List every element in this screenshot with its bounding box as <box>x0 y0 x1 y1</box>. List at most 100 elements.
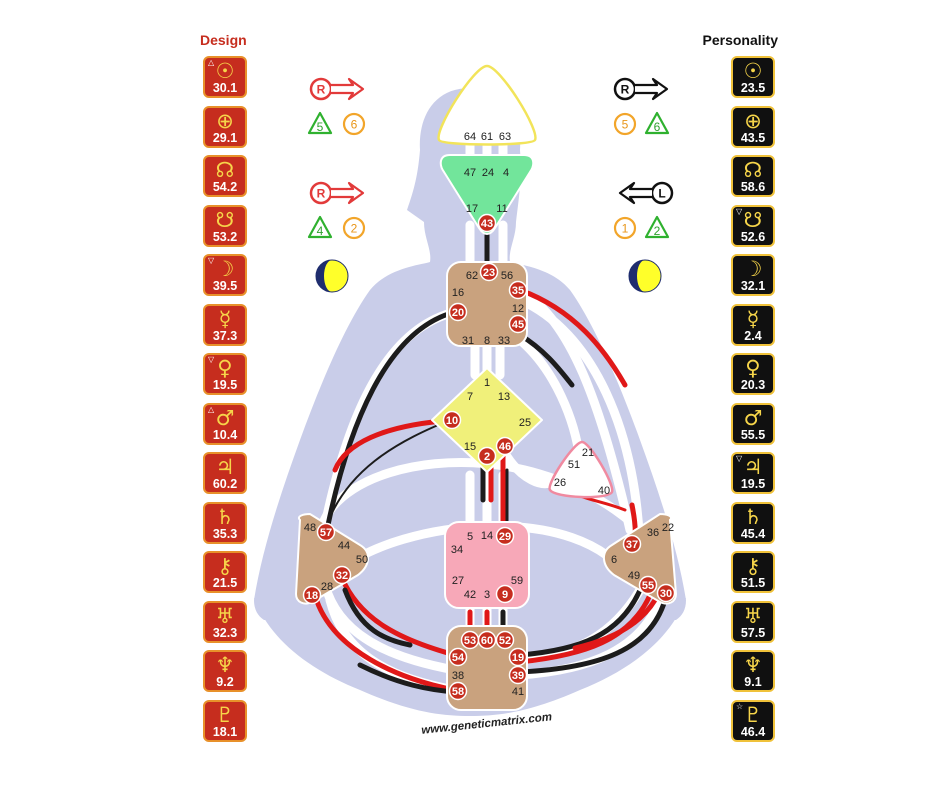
personality-uranus-tile[interactable]: ♅57.5 <box>731 600 775 643</box>
design-uranus-tile[interactable]: ♅32.3 <box>203 600 247 643</box>
gate-62-label[interactable]: 62 <box>466 270 478 282</box>
tile-value: 57.5 <box>740 625 766 640</box>
tile-value: 19.5 <box>212 378 238 392</box>
personality-pluto-tile[interactable]: ☆♇46.4 <box>731 699 775 742</box>
gate-24-label[interactable]: 24 <box>482 167 494 179</box>
gate-22-label[interactable]: 22 <box>662 522 674 534</box>
gate-25-label[interactable]: 25 <box>519 417 531 429</box>
gate-20-label[interactable]: 20 <box>452 307 464 319</box>
gate-31-label[interactable]: 31 <box>462 335 474 347</box>
gate-60-label[interactable]: 60 <box>481 635 493 647</box>
design-sun-tile[interactable]: △☉30.1 <box>203 56 247 98</box>
gate-14-label[interactable]: 14 <box>481 530 493 542</box>
gate-47-label[interactable]: 47 <box>464 167 476 179</box>
gate-58-label[interactable]: 58 <box>452 686 464 698</box>
personality-neptune-tile[interactable]: ♆9.1 <box>731 650 775 692</box>
gate-23-label[interactable]: 23 <box>483 267 495 279</box>
gate-33-label[interactable]: 33 <box>498 335 510 347</box>
gate-64-label[interactable]: 64 <box>464 131 476 143</box>
tile-value: 53.2 <box>212 229 238 244</box>
design-saturn-tile[interactable]: ♄35.3 <box>203 501 247 544</box>
gate-36-label[interactable]: 36 <box>647 527 659 539</box>
tile-mark-icon: ▽ <box>208 355 215 364</box>
gate-27-label[interactable]: 27 <box>452 575 464 587</box>
gate-12-label[interactable]: 12 <box>512 303 524 315</box>
gate-46-label[interactable]: 46 <box>499 441 511 453</box>
design-moon-tile[interactable]: ▽☽39.5 <box>203 254 247 296</box>
personality-bottom-circ-number: 1 <box>622 222 629 236</box>
gate-44-label[interactable]: 44 <box>338 540 350 552</box>
gate-55-label[interactable]: 55 <box>642 580 654 592</box>
gate-38-label[interactable]: 38 <box>452 670 464 682</box>
gate-34-label[interactable]: 34 <box>451 544 463 556</box>
gate-37-label[interactable]: 37 <box>626 539 638 551</box>
gate-2-label[interactable]: 2 <box>484 451 490 463</box>
personality-venus-tile[interactable]: ♀20.3 <box>731 353 775 395</box>
gate-11-label[interactable]: 11 <box>496 203 507 215</box>
gate-8-label[interactable]: 8 <box>484 335 490 347</box>
design-neptune-tile[interactable]: ♆9.2 <box>203 650 247 692</box>
gate-63-label[interactable]: 63 <box>499 131 511 143</box>
design-mercury-tile[interactable]: ☿37.3 <box>203 303 247 346</box>
gate-41-label[interactable]: 41 <box>512 686 524 698</box>
personality-mercury-tile[interactable]: ☿2.4 <box>731 303 775 346</box>
design-south-node-tile[interactable]: ☋53.2 <box>203 204 247 247</box>
tile-value: 20.3 <box>740 378 766 392</box>
gate-29-marker <box>495 526 515 546</box>
gate-32-label[interactable]: 32 <box>336 570 348 582</box>
gate-52-label[interactable]: 52 <box>499 635 511 647</box>
gate-5-label[interactable]: 5 <box>467 531 473 543</box>
gate-15-label[interactable]: 15 <box>464 441 476 453</box>
gate-35-label[interactable]: 35 <box>512 285 524 297</box>
gate-45-label[interactable]: 45 <box>512 319 524 331</box>
gate-48-label[interactable]: 48 <box>304 522 316 534</box>
design-earth-tile[interactable]: ⊕29.1 <box>203 105 247 148</box>
personality-jupiter-tile[interactable]: ▽♃19.5 <box>731 452 775 494</box>
gate-30-label[interactable]: 30 <box>660 588 672 600</box>
gate-7-label[interactable]: 7 <box>467 391 473 403</box>
personality-moon-tile[interactable]: ☽32.1 <box>731 254 775 296</box>
personality-saturn-tile[interactable]: ♄45.4 <box>731 501 775 544</box>
gate-18-label[interactable]: 18 <box>306 590 318 602</box>
gate-59-label[interactable]: 59 <box>511 575 523 587</box>
design-mars-tile[interactable]: △♂10.4 <box>203 402 247 445</box>
gate-43-label[interactable]: 43 <box>481 218 493 230</box>
gate-56-label[interactable]: 56 <box>501 270 513 282</box>
personality-chiron-tile[interactable]: ⚷51.5 <box>731 551 775 593</box>
gate-4-label[interactable]: 4 <box>503 167 509 179</box>
gate-3-label[interactable]: 3 <box>484 589 490 601</box>
gate-10-label[interactable]: 10 <box>446 415 458 427</box>
gate-21-label[interactable]: 21 <box>582 447 594 459</box>
design-north-node-tile[interactable]: ☊54.2 <box>203 155 247 197</box>
gate-17-label[interactable]: 17 <box>466 203 478 215</box>
gate-57-label[interactable]: 57 <box>320 527 332 539</box>
gate-16-label[interactable]: 16 <box>452 287 464 299</box>
gate-13-label[interactable]: 13 <box>498 391 510 403</box>
gate-49-label[interactable]: 49 <box>628 570 640 582</box>
gate-26-label[interactable]: 26 <box>554 477 566 489</box>
gate-19-label[interactable]: 19 <box>512 652 524 664</box>
gate-1-label[interactable]: 1 <box>484 377 490 389</box>
gate-54-label[interactable]: 54 <box>452 652 465 664</box>
gate-61-label[interactable]: 61 <box>481 131 493 143</box>
gate-29-label[interactable]: 29 <box>499 531 511 543</box>
gate-28-label[interactable]: 28 <box>321 581 333 593</box>
gate-50-label[interactable]: 50 <box>356 554 368 566</box>
personality-sun-tile[interactable]: ☉23.5 <box>731 56 775 98</box>
personality-north-node-tile[interactable]: ☊58.6 <box>731 155 775 197</box>
saturn-icon: ♄ <box>215 504 235 529</box>
gate-6-label[interactable]: 6 <box>611 554 617 566</box>
gate-39-label[interactable]: 39 <box>512 670 524 682</box>
design-venus-tile[interactable]: ▽♀19.5 <box>203 353 247 395</box>
design-jupiter-tile[interactable]: ♃60.2 <box>203 452 247 494</box>
personality-earth-tile[interactable]: ⊕43.5 <box>731 105 775 148</box>
personality-south-node-tile[interactable]: ▽☋52.6 <box>731 204 775 247</box>
gate-40-label[interactable]: 40 <box>598 485 610 497</box>
design-chiron-tile[interactable]: ⚷21.5 <box>203 551 247 593</box>
gate-9-label[interactable]: 9 <box>502 589 508 601</box>
personality-mars-tile[interactable]: ♂55.5 <box>731 402 775 445</box>
gate-53-label[interactable]: 53 <box>464 635 476 647</box>
gate-42-label[interactable]: 42 <box>464 589 476 601</box>
design-pluto-tile[interactable]: ♇18.1 <box>203 699 247 742</box>
gate-51-label[interactable]: 51 <box>568 459 580 471</box>
